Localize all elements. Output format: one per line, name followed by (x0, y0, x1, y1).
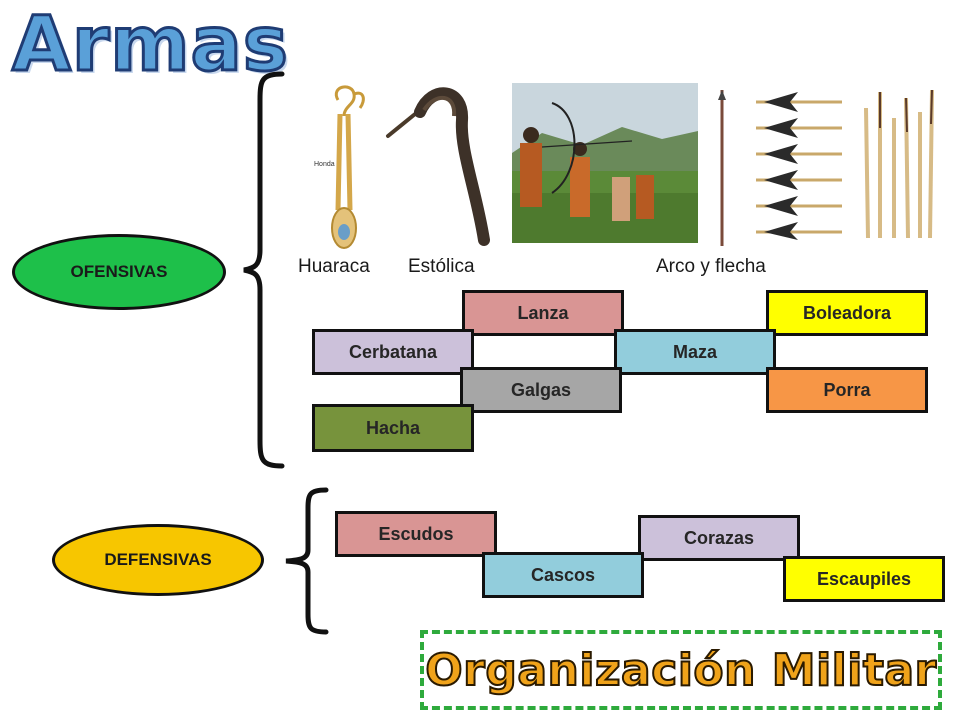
weapon-hacha: Hacha (312, 404, 474, 452)
offensive-brace (243, 71, 285, 469)
honda-label: Honda (314, 161, 335, 168)
caption-arco-y-flecha: Arco y flecha (656, 256, 766, 277)
caption-estolica: Estólica (408, 256, 475, 277)
archers-photo (512, 83, 698, 243)
defense-escudos: Escudos (335, 511, 497, 557)
weapon-galgas: Galgas (460, 367, 622, 413)
weapon-maza: Maza (614, 329, 776, 375)
page-title: Armas (10, 0, 290, 88)
defense-cascos: Cascos (482, 552, 644, 598)
weapon-boleadora: Boleadora (766, 290, 928, 336)
footer-banner: Organización Militar (420, 630, 942, 710)
defense-corazas: Corazas (638, 515, 800, 561)
arrow-bundle-image (864, 89, 934, 239)
defensive-brace (285, 487, 329, 635)
weapon-lanza: Lanza (462, 290, 624, 336)
fletched-arrows-image (756, 92, 842, 240)
offensive-category-oval: OFENSIVAS (12, 234, 226, 310)
defense-escaupiles: Escaupiles (783, 556, 945, 602)
huaraca-sling-image: Honda (314, 85, 365, 249)
defensive-category-oval: DEFENSIVAS (52, 524, 264, 596)
caption-huaraca: Huaraca (298, 256, 370, 277)
single-arrow-image (718, 90, 726, 246)
estolica-image (386, 87, 490, 246)
weapon-porra: Porra (766, 367, 928, 413)
weapon-cerbatana: Cerbatana (312, 329, 474, 375)
footer-title: Organización Militar (424, 644, 937, 697)
